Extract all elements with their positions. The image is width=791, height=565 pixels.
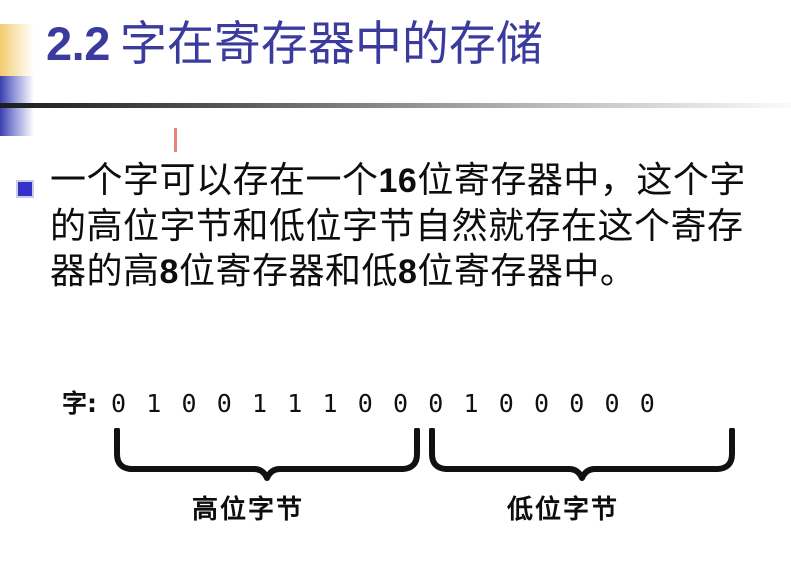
bit-sequence-row: 字: 0100111000100000 [62, 384, 675, 420]
word-storage-diagram: 字: 0100111000100000 高位字节 低位字节 [0, 384, 791, 564]
title-decoration-gold [0, 24, 34, 76]
slide-title-number: 2.2 [46, 17, 110, 70]
body-line1-part2: 位寄存器中， [417, 160, 637, 201]
body-line1-number: 16 [378, 162, 418, 200]
body-line4-number: 8 [397, 253, 418, 291]
body-line4-part2: 位寄存器中。 [417, 251, 637, 292]
body-line4-part1: 和低 [324, 251, 398, 292]
slide-title-text: 字在寄存器中的存储 [119, 17, 543, 72]
title-divider-rule [0, 103, 791, 108]
low-byte-label: 低位字节 [507, 495, 620, 525]
body-line3-part2: 位寄存器 [178, 251, 325, 292]
high-byte-brace [114, 428, 420, 481]
text-caret [174, 128, 177, 152]
body-paragraph: 一个字可以存在一个16位寄存器中，这个字的高位字节和低位字节自然就存在这个寄存器… [50, 158, 770, 295]
word-label: 字: [62, 389, 97, 418]
bit-sequence: 0100111000100000 [111, 389, 676, 418]
high-byte-label: 高位字节 [192, 495, 305, 525]
body-line2: 这个字的高位字节和低位字节自然 [50, 160, 746, 247]
bullet-square-icon [16, 180, 34, 198]
body-line3-part1: 就存在这个寄存器的高 [50, 206, 744, 292]
body-line1-part1: 一个字可以存在一个 [50, 160, 379, 201]
low-byte-brace [429, 428, 735, 481]
body-line3-number: 8 [159, 253, 179, 291]
